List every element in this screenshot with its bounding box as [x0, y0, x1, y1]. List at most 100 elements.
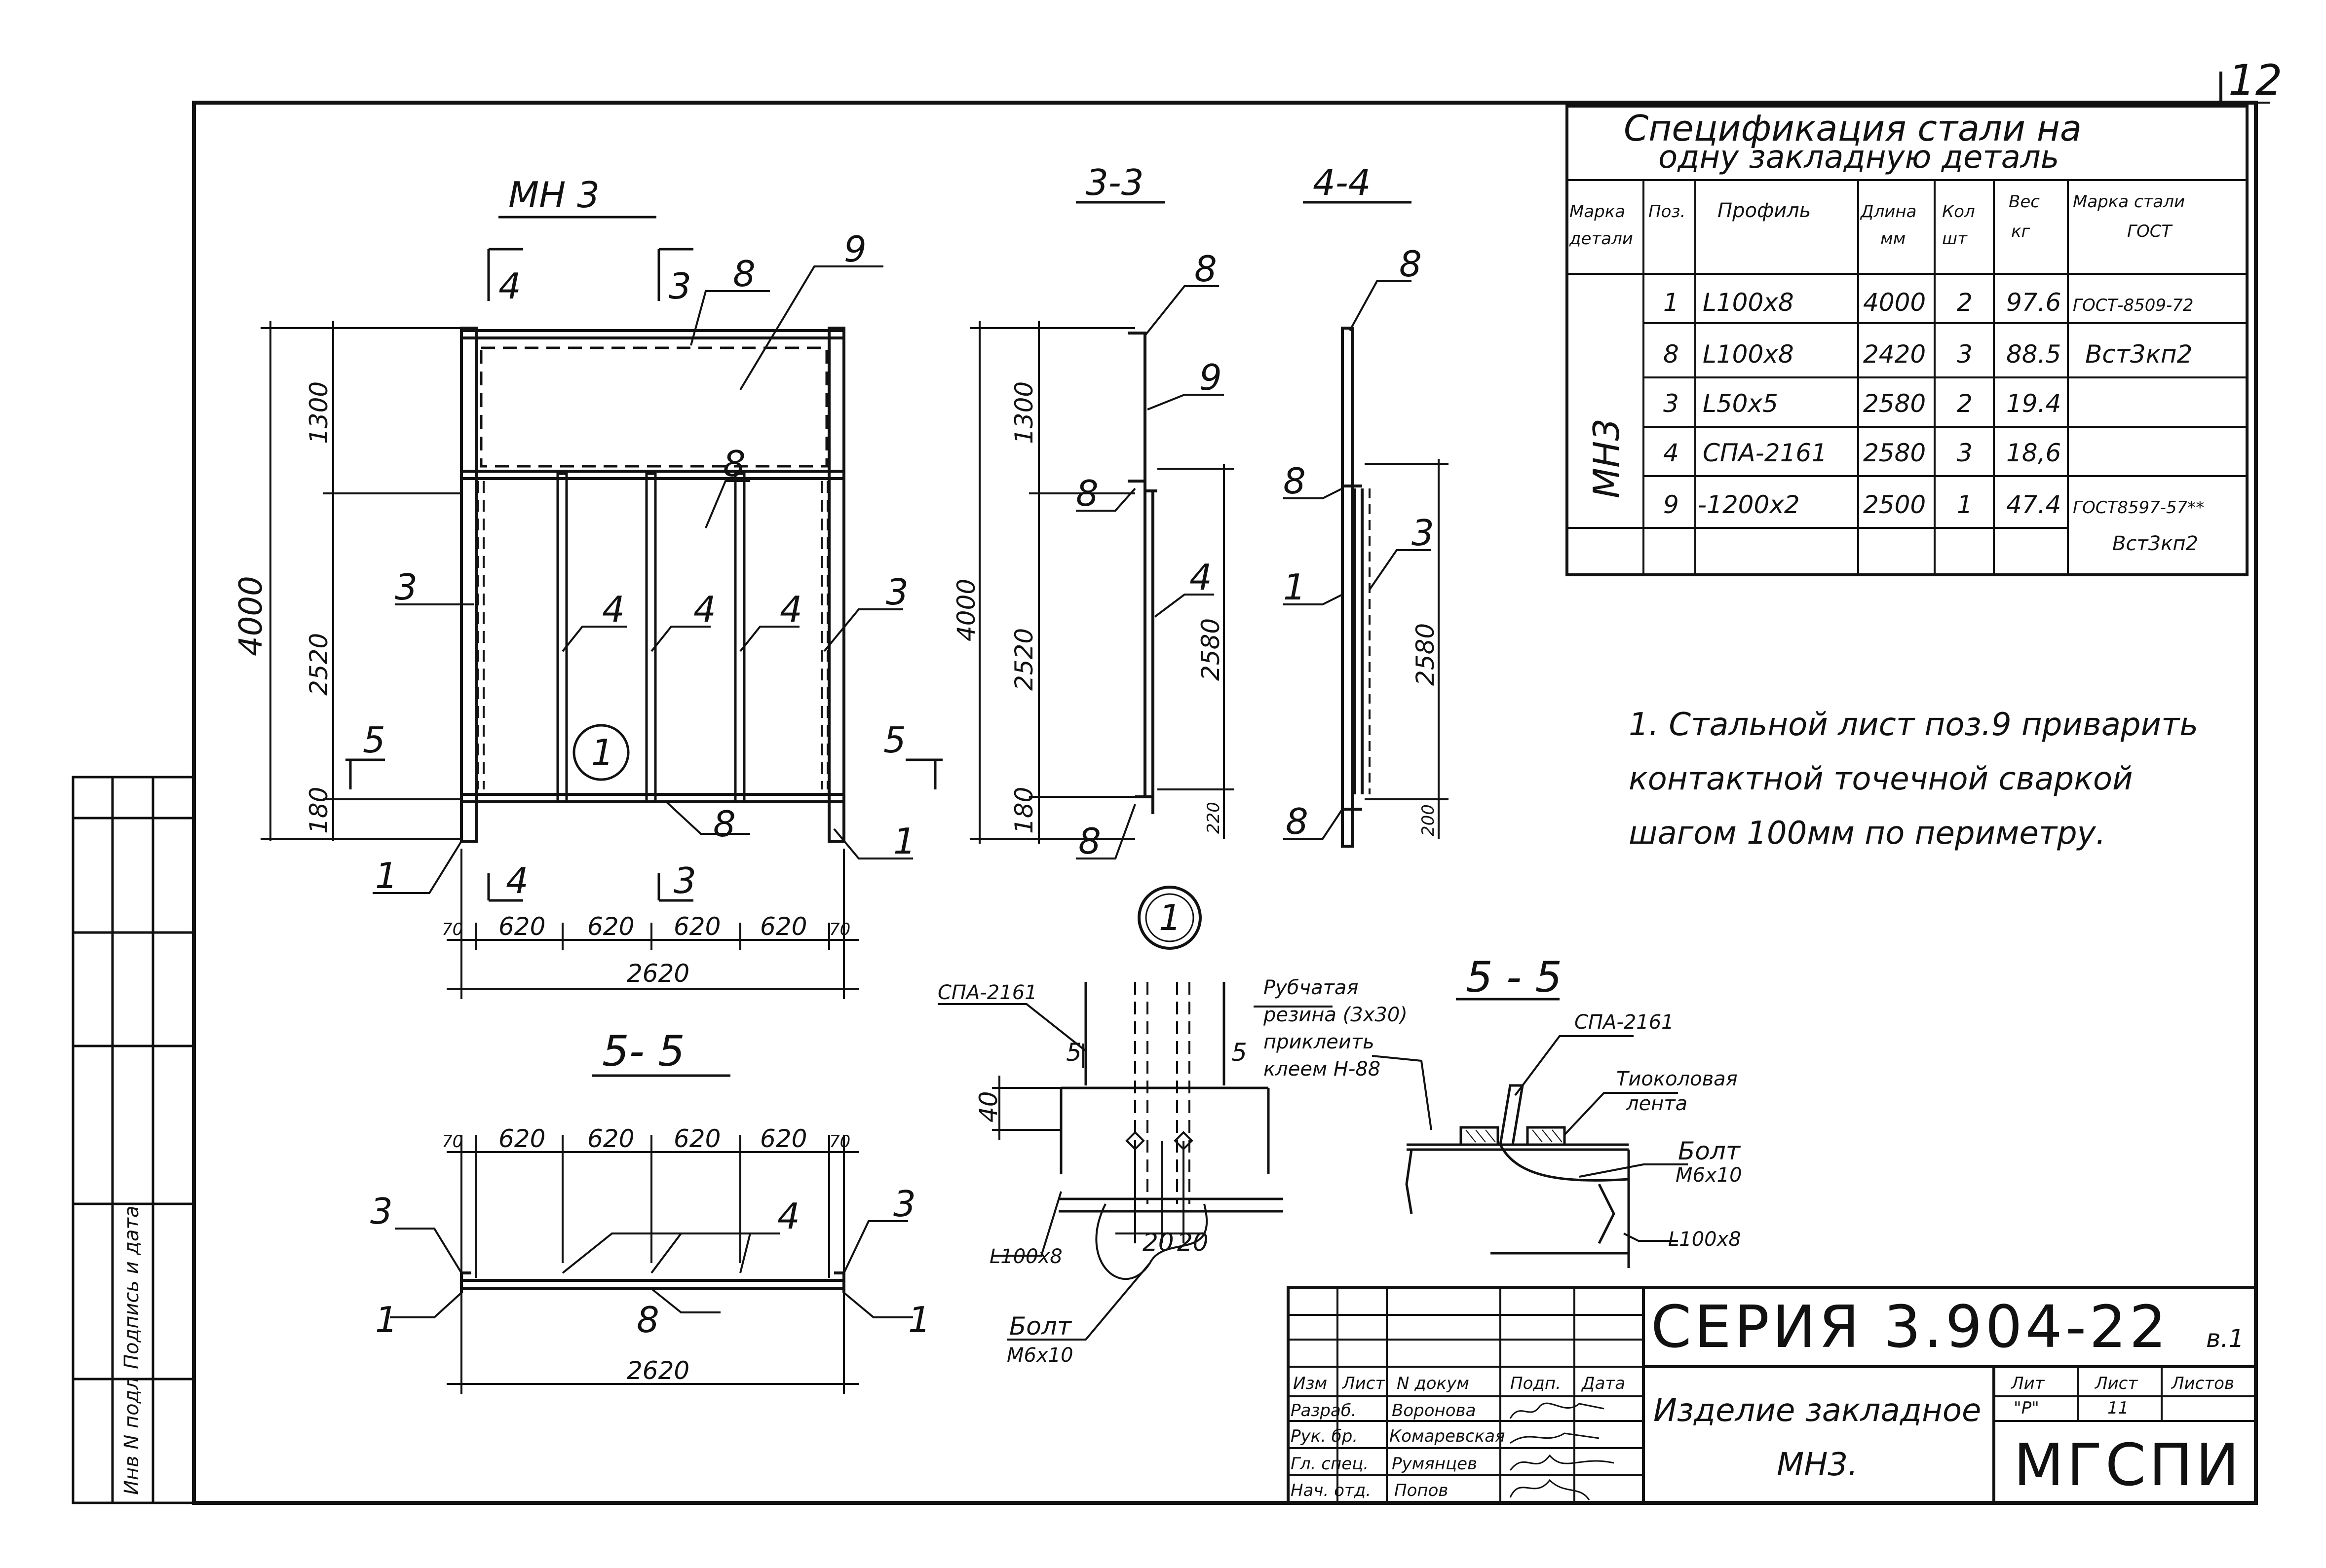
detail-1-cut-right: 5 — [1231, 1038, 1247, 1067]
callout-3-right: 3 — [886, 571, 909, 613]
s33-callout-8-top: 8 — [1194, 248, 1217, 290]
title-row-3: Гл. спец. Румянцев — [1291, 1454, 1477, 1474]
page-number: 12 — [2228, 56, 2282, 105]
title-col-sign: Подп. — [1510, 1374, 1561, 1393]
s33-callout-4: 4 — [1189, 557, 1212, 598]
s33-callout-9: 9 — [1199, 357, 1222, 398]
spec-cell-length: 2420 — [1863, 340, 1926, 369]
callout-1-left: 1 — [375, 855, 398, 896]
title-row-2: Рук. бр. Комаревская — [1291, 1426, 1505, 1446]
spec-cell-qty: 1 — [1957, 490, 1973, 519]
title-series: СЕРИЯ 3.904-22 — [1651, 1293, 2169, 1361]
spec-header-profile: Профиль — [1717, 199, 1811, 222]
cut-mark-5-right: 5 — [883, 719, 906, 761]
title-name-2: МН3. — [1777, 1447, 1858, 1483]
spec-cell-pos: 4 — [1663, 439, 1679, 467]
note-line-2: контактной точечной сваркой — [1629, 761, 2133, 797]
title-issue: в.1 — [2206, 1324, 2244, 1353]
detail-1-dim-40: 40 — [974, 1091, 1003, 1122]
title-col-list: Лист — [1341, 1374, 1385, 1393]
title-col-doc: N докум — [1397, 1374, 1469, 1393]
section-3-3-title: 3-3 — [1086, 162, 1144, 203]
detail-ref-number: 1 — [591, 732, 614, 773]
main-width-620-a: 620 — [498, 912, 545, 941]
s55-callout-1-right: 1 — [908, 1299, 931, 1341]
s33-height-180: 180 — [1010, 787, 1038, 834]
s44-callout-8-bottom: 8 — [1286, 801, 1308, 842]
s55d-tape-1: Тиоколовая — [1616, 1068, 1738, 1090]
side-stamp-inv: Инв N подл — [120, 1377, 143, 1495]
main-height-180: 180 — [305, 787, 333, 834]
signatures — [1509, 1402, 1614, 1500]
s55-width-total: 2620 — [627, 1356, 689, 1385]
note-line-1: 1. Стальной лист поз.9 приварить — [1629, 707, 2198, 743]
spec-row-1: 1 L100х8 4000 2 97.6 ГОСТ-8509-72 — [1663, 288, 2194, 317]
section-3-3: 3-3 4000 1300 2520 180 2580 220 — [952, 162, 1234, 862]
spec-cell-steel: Вст3кп2 — [2085, 340, 2192, 369]
s55-callout-3-left: 3 — [370, 1191, 393, 1232]
s55d-profile: СПА-2161 — [1574, 1011, 1674, 1034]
callout-4-b: 4 — [693, 589, 716, 630]
s55-callout-4: 4 — [777, 1195, 800, 1237]
title-row-1: Разраб. Воронова — [1291, 1401, 1476, 1420]
spec-cell-profile: -1200х2 — [1698, 490, 1800, 519]
spec-header-qty-2: шт — [1942, 229, 1968, 249]
s33-height-220: 220 — [1204, 802, 1223, 834]
s55-width-620-c: 620 — [674, 1124, 721, 1153]
spec-cell-qty: 3 — [1957, 340, 1973, 369]
main-width-620-d: 620 — [760, 912, 807, 941]
detail-1-dim-20-b: 20 — [1177, 1228, 1209, 1257]
s33-callout-8-bottom: 8 — [1078, 821, 1101, 862]
spec-cell-qty: 2 — [1957, 288, 1973, 317]
main-width-620-b: 620 — [587, 912, 634, 941]
spec-header-weight-1: Вес — [2009, 192, 2040, 212]
main-height-2520: 2520 — [305, 633, 333, 696]
title-person: Комаревская — [1389, 1426, 1505, 1446]
detail-ref-circle — [572, 724, 630, 781]
spec-header-mark-2: детали — [1569, 229, 1633, 249]
title-row-4: Нач. отд. Попов — [1291, 1481, 1448, 1500]
spec-cell-pos: 1 — [1663, 288, 1679, 317]
spec-cell-weight: 18,6 — [2006, 439, 2061, 467]
spec-header-mark-1: Марка — [1569, 202, 1625, 222]
title-sheet-label: Лист — [2094, 1374, 2138, 1393]
s55-width-620-d: 620 — [760, 1124, 807, 1153]
spec-header-weight-2: кг — [2011, 222, 2031, 241]
callout-4-a: 4 — [602, 589, 625, 630]
spec-header-qty-1: Кол — [1942, 202, 1975, 222]
section-5-5-detail-title: 5 - 5 — [1466, 953, 1562, 1002]
s44-callout-8-mid: 8 — [1283, 460, 1306, 502]
s55-width-70-left: 70 — [442, 1132, 463, 1152]
detail-1-rubber-1: Рубчатая — [1263, 976, 1358, 999]
detail-1-profile-label: СПА-2161 — [938, 981, 1037, 1004]
callout-8-mid: 8 — [723, 443, 746, 485]
title-person: Попов — [1394, 1481, 1448, 1500]
detail-1-cut-left: 5 — [1066, 1038, 1082, 1067]
s55-callout-3-right: 3 — [893, 1183, 916, 1225]
spec-title-1: Спецификация стали на — [1624, 108, 2082, 149]
spec-cell-weight: 88.5 — [2006, 340, 2061, 369]
callout-1-right: 1 — [893, 821, 916, 862]
spec-mark: МН3 — [1586, 418, 1627, 498]
spec-row-4: 4 СПА-2161 2580 3 18,6 — [1663, 439, 2061, 467]
s55d-angle: L100х8 — [1668, 1228, 1741, 1251]
section-4-4-title: 4-4 — [1313, 162, 1371, 203]
title-org: МГСПИ — [2014, 1431, 2242, 1499]
title-sheets-label: Листов — [2171, 1374, 2234, 1393]
cut-mark-4-bottom: 4 — [506, 860, 529, 901]
spec-cell-profile: L50х5 — [1703, 389, 1778, 418]
title-block: СЕРИЯ 3.904-22 в.1 Изм Лист N докум Подп… — [1287, 1286, 2257, 1504]
spec-cell-weight: 19.4 — [2006, 389, 2061, 418]
spec-cell-pos: 9 — [1663, 490, 1679, 519]
main-view-title: МН 3 — [508, 174, 600, 216]
section-5-5: 5- 5 70 620 620 620 620 70 2620 — [370, 1027, 931, 1394]
spec-cell-profile: СПА-2161 — [1703, 439, 1827, 467]
s55d-bolt-2: М6х10 — [1676, 1164, 1742, 1187]
section-4-4: 4-4 2580 200 8 8 1 3 8 — [1283, 162, 1449, 848]
title-col-izm: Изм — [1293, 1374, 1327, 1393]
note: 1. Стальной лист поз.9 приварить контакт… — [1629, 707, 2198, 852]
spec-header-steel-1: Марка стали — [2073, 192, 2185, 212]
spec-cell-length: 4000 — [1863, 288, 1926, 317]
section-5-5-title: 5- 5 — [602, 1027, 685, 1076]
spec-row-3: 3 L50х5 2580 2 19.4 — [1663, 389, 2061, 418]
